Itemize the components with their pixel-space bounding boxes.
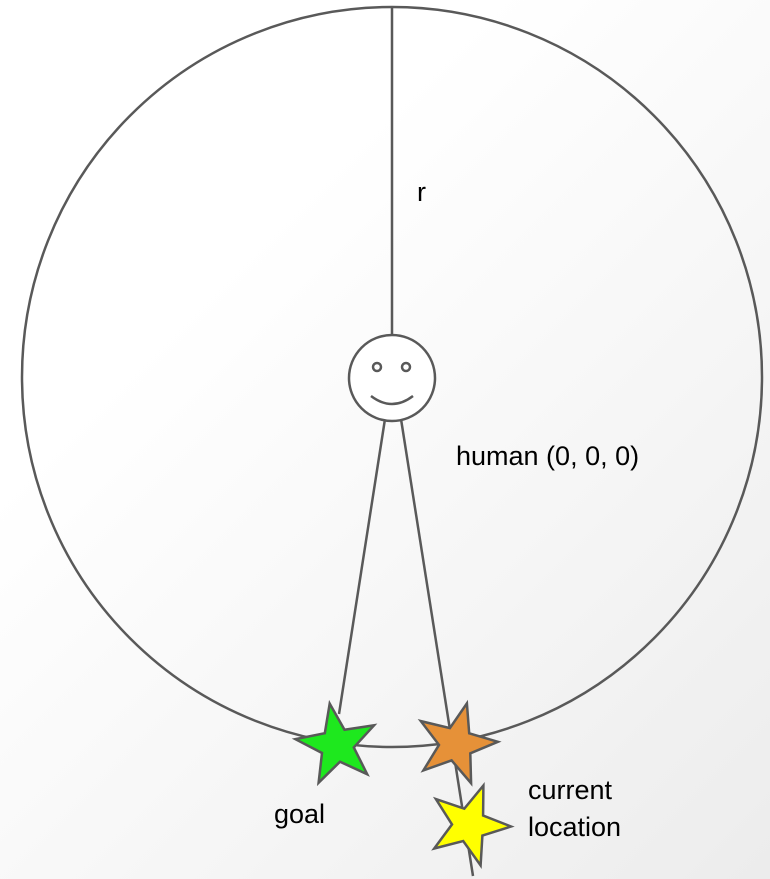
goal-line	[337, 418, 387, 715]
human-label: human (0, 0, 0)	[456, 441, 639, 471]
orange-star-icon	[417, 699, 502, 787]
human-smile	[370, 394, 414, 406]
goal-label: goal	[274, 799, 325, 829]
human-right-eye	[400, 361, 412, 373]
current-location-label-line1: current	[528, 775, 613, 805]
human-face	[347, 333, 437, 423]
human-left-eye	[371, 361, 383, 373]
human-icon	[347, 333, 437, 423]
current-location-star-icon	[431, 781, 515, 870]
current-location-label-line2: location	[528, 812, 621, 842]
current-location-line	[399, 418, 475, 877]
goal-star-icon	[291, 699, 378, 787]
boundary-circle	[20, 5, 764, 749]
radius-label: r	[417, 177, 426, 207]
